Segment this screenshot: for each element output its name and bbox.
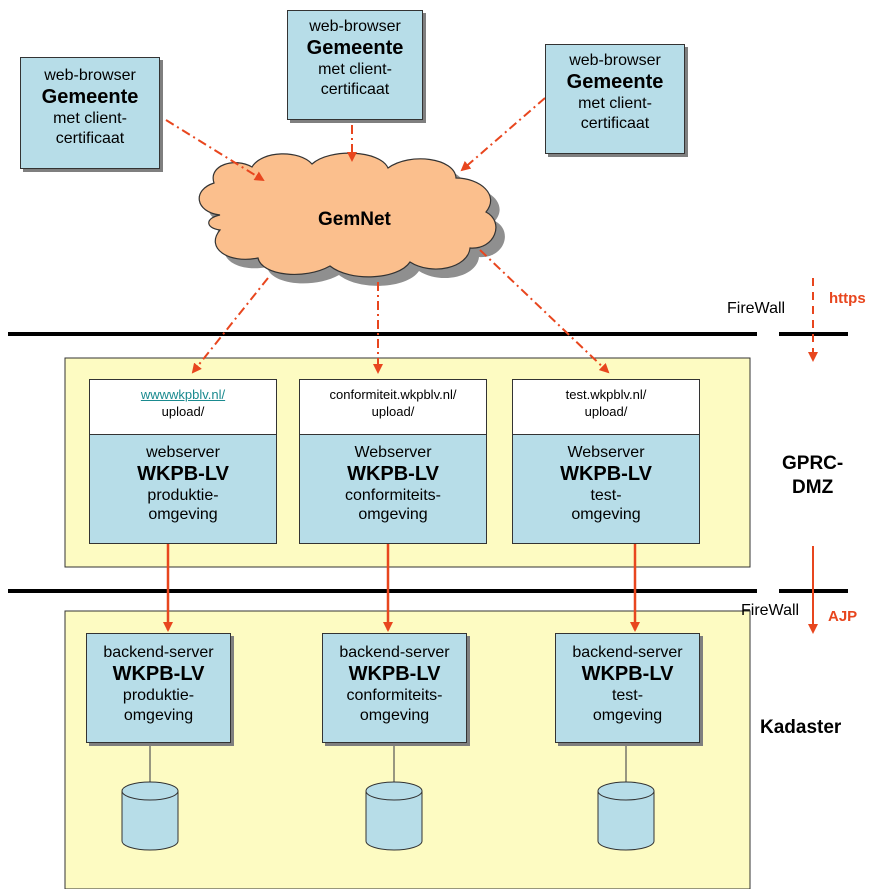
webserver-1-url-link[interactable]: wwwwkpblv.nl/ bbox=[140, 387, 226, 402]
zone-label-kadaster: Kadaster bbox=[760, 717, 842, 738]
backend-3-line3: test- bbox=[611, 687, 644, 704]
backend-2-line1: backend-server bbox=[339, 644, 450, 661]
arrow-cloud-web1 bbox=[191, 277, 269, 374]
backend-server-2: backend-server WKPB-LV conformiteits- om… bbox=[322, 633, 467, 743]
webserver-2-url-path: upload/ bbox=[371, 404, 415, 419]
backend-2-line4: omgeving bbox=[359, 707, 430, 724]
browser-2-line4: certificaat bbox=[320, 81, 390, 98]
webserver-1-line4: omgeving bbox=[148, 506, 218, 523]
webserver-2-url: conformiteit.wkpblv.nl/ upload/ bbox=[299, 379, 487, 434]
webserver-3-line1: Webserver bbox=[567, 444, 645, 461]
zone-dmz-line2: DMZ bbox=[792, 477, 834, 498]
webserver-2-line3: conformiteits- bbox=[344, 487, 442, 504]
browser-3-line4: certificaat bbox=[580, 115, 650, 132]
firewall-label-top: FireWall bbox=[727, 300, 786, 317]
webserver-1-line3: produktie- bbox=[147, 487, 219, 504]
webserver-3-url: test.wkpblv.nl/ upload/ bbox=[512, 379, 700, 434]
webserver-1-url: wwwwkpblv.nl/ upload/ bbox=[89, 379, 277, 434]
browser-1-line3: met client- bbox=[53, 110, 127, 127]
browser-2-title: Gemeente bbox=[306, 37, 404, 59]
webserver-2-line1: Webserver bbox=[354, 444, 432, 461]
zone-dmz-line1: GPRC- bbox=[782, 453, 844, 474]
webserver-1-box: webserver WKPB-LV produktie- omgeving bbox=[89, 434, 277, 544]
backend-3-line4: omgeving bbox=[592, 707, 663, 724]
webserver-3-title: WKPB-LV bbox=[560, 463, 652, 485]
browser-1-title: Gemeente bbox=[41, 86, 139, 108]
browser-box-1: web-browser Gemeente met client- certifi… bbox=[20, 57, 160, 169]
backend-1-line1: backend-server bbox=[103, 644, 214, 661]
webserver-3-url-path: upload/ bbox=[584, 404, 628, 419]
browser-3-line1: web-browser bbox=[569, 52, 661, 69]
gemnet-cloud bbox=[198, 152, 505, 286]
protocol-label-ajp: AJP bbox=[828, 608, 858, 625]
webserver-2-title: WKPB-LV bbox=[347, 463, 439, 485]
backend-2-line3: conformiteits- bbox=[346, 687, 443, 704]
backend-server-1: backend-server WKPB-LV produktie- omgevi… bbox=[86, 633, 231, 743]
browser-1-line1: web-browser bbox=[44, 67, 136, 84]
webserver-2-url-host: conformiteit.wkpblv.nl/ bbox=[329, 387, 457, 402]
arrow-browser3-cloud bbox=[460, 97, 546, 172]
backend-server-3: backend-server WKPB-LV test- omgeving bbox=[555, 633, 700, 743]
protocol-label-https: https bbox=[829, 290, 866, 307]
database-icon-2 bbox=[365, 781, 423, 851]
backend-3-line1: backend-server bbox=[572, 644, 683, 661]
backend-3-title: WKPB-LV bbox=[581, 663, 674, 685]
webserver-1-title: WKPB-LV bbox=[137, 463, 229, 485]
webserver-1-line1: webserver bbox=[146, 444, 220, 461]
arrow-cloud-web3 bbox=[479, 249, 610, 374]
gemnet-label: GemNet bbox=[318, 209, 391, 230]
backend-1-title: WKPB-LV bbox=[112, 663, 205, 685]
webserver-3-line3: test- bbox=[590, 487, 622, 504]
browser-box-2: web-browser Gemeente met client- certifi… bbox=[287, 10, 423, 120]
webserver-2-line4: omgeving bbox=[358, 506, 428, 523]
webserver-1-url-path: upload/ bbox=[161, 404, 205, 419]
database-icon-3 bbox=[597, 781, 655, 851]
firewall-label-bottom: FireWall bbox=[741, 602, 800, 619]
webserver-3-line4: omgeving bbox=[571, 506, 641, 523]
browser-2-line3: met client- bbox=[318, 61, 392, 78]
webserver-2-box: Webserver WKPB-LV conformiteits- omgevin… bbox=[299, 434, 487, 544]
zone-label-dmz: GPRC- DMZ bbox=[782, 452, 843, 500]
backend-1-line4: omgeving bbox=[123, 707, 194, 724]
browser-1-line4: certificaat bbox=[55, 130, 125, 147]
backend-2-title: WKPB-LV bbox=[348, 663, 441, 685]
browser-2-line1: web-browser bbox=[309, 18, 401, 35]
arrow-browser1-cloud bbox=[165, 119, 265, 182]
backend-1-line3: produktie- bbox=[122, 687, 195, 704]
database-icon-1 bbox=[121, 781, 179, 851]
browser-box-3: web-browser Gemeente met client- certifi… bbox=[545, 44, 685, 154]
webserver-3-url-host: test.wkpblv.nl/ bbox=[565, 387, 647, 402]
browser-3-line3: met client- bbox=[578, 95, 652, 112]
webserver-3-box: Webserver WKPB-LV test- omgeving bbox=[512, 434, 700, 544]
browser-3-title: Gemeente bbox=[566, 71, 664, 93]
